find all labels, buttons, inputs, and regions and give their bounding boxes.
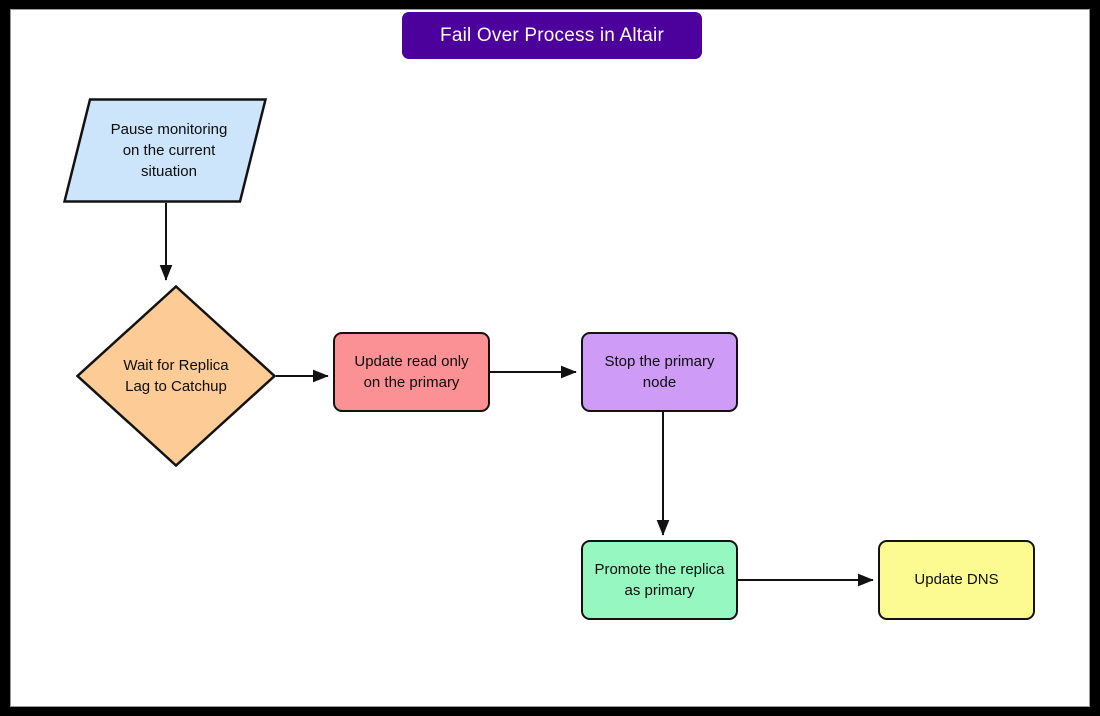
diamond-shape xyxy=(76,285,276,467)
node-promote-replica-label: Promote the replica as primary xyxy=(594,560,725,599)
node-wait-replica-lag[interactable]: Wait for Replica Lag to Catchup xyxy=(76,285,276,467)
diagram-title-banner: Fail Over Process in Altair xyxy=(402,12,702,59)
node-stop-primary-node-label: Stop the primary node xyxy=(604,352,715,391)
node-update-read-only-label: Update read only on the primary xyxy=(354,352,469,391)
node-update-dns-label: Update DNS xyxy=(914,571,999,589)
node-pause-monitoring[interactable]: Pause monitoring on the current situatio… xyxy=(63,98,267,203)
diagram-canvas: Fail Over Process in Altair xyxy=(10,9,1090,707)
node-promote-replica[interactable]: Promote the replica as primary xyxy=(581,540,738,620)
node-update-read-only[interactable]: Update read only on the primary xyxy=(333,332,490,412)
parallelogram-shape xyxy=(63,98,267,203)
diagram-title-text: Fail Over Process in Altair xyxy=(440,24,664,46)
node-layer: Pause monitoring on the current situatio… xyxy=(11,10,1089,706)
node-update-dns[interactable]: Update DNS xyxy=(878,540,1035,620)
node-stop-primary-node[interactable]: Stop the primary node xyxy=(581,332,738,412)
